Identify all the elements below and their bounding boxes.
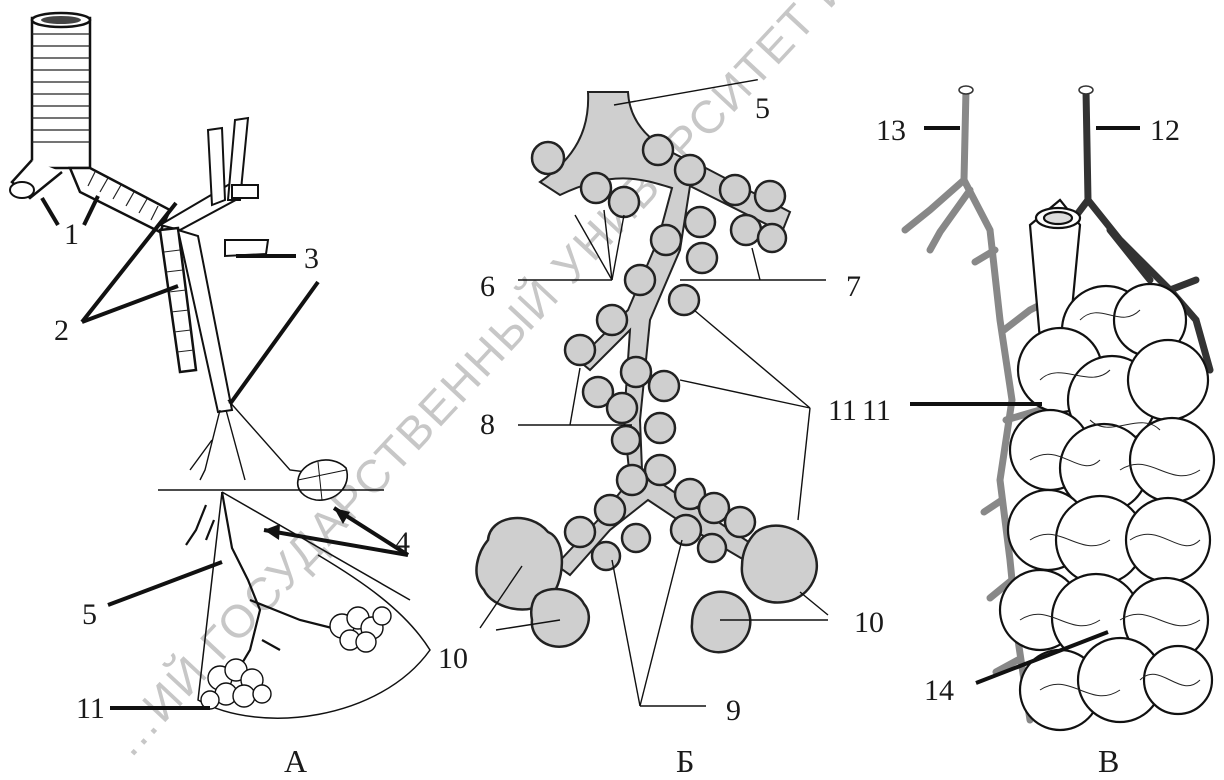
callout-b-9: 9 [726,694,741,727]
callout-a-3: 3 [304,242,319,275]
callout-b-5: 5 [755,92,770,125]
callout-c-14: 14 [924,674,954,707]
callout-b-7: 7 [846,270,861,303]
panel-c-acinus-with-vessels: 13 12 11 14 В [862,86,1214,779]
callout-a-5: 5 [82,598,97,631]
panel-b-acinus-schematic: 5 6 7 8 9 10 10 11 Б [438,80,884,779]
callout-a-1: 1 [64,218,79,251]
callout-a-2: 2 [54,314,69,347]
callout-b-10-right: 10 [854,606,884,639]
callout-c-11: 11 [862,394,891,427]
watermark-text: …ИЙ ГОСУДАРСТВЕННЫЙ УНИВЕРСИТЕТ ИМЕНИ [99,0,958,767]
callout-a-11: 11 [76,692,105,725]
alveolar-sac-cluster-c [1000,200,1214,730]
callout-a-4: 4 [395,526,410,559]
callout-b-8: 8 [480,408,495,441]
callout-b-6: 6 [480,270,495,303]
callout-c-12: 12 [1150,114,1180,147]
panel-label-b: Б [676,743,694,779]
callout-c-13: 13 [876,114,906,147]
panel-label-a: А [284,743,307,779]
callout-b-11: 11 [828,394,857,427]
callout-b-10-left: 10 [438,642,468,675]
panel-label-c: В [1098,743,1119,779]
